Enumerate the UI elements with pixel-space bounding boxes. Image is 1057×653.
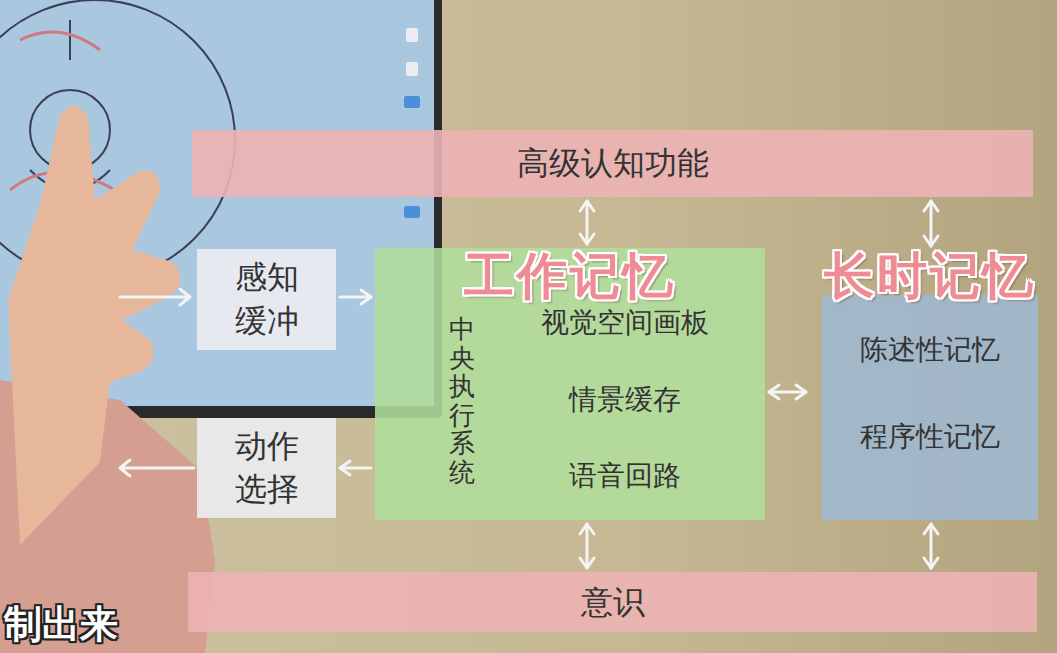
- arrow-head: [580, 524, 594, 534]
- node-label: 意识: [581, 583, 645, 621]
- node-label: 陈述性记忆: [860, 333, 1000, 367]
- arrow-head: [580, 201, 594, 211]
- node-label: 语音回路: [569, 459, 681, 493]
- node-label: 情景缓存: [569, 383, 681, 417]
- node-label: 感知 缓冲: [230, 256, 304, 342]
- arrow-head: [924, 558, 938, 568]
- node-label: 程序性记忆: [860, 420, 1000, 454]
- connector-arrow: [769, 385, 806, 399]
- vertical-label: 中央执行系统: [449, 315, 475, 487]
- connector-line: [586, 201, 589, 244]
- hand: [8, 106, 181, 545]
- arrow-head: [580, 558, 594, 568]
- heading: 工作记忆: [464, 250, 676, 303]
- subtitle-text: 制出来: [4, 604, 118, 646]
- memory-panel: [822, 295, 1038, 520]
- node-label: 视觉空间画板: [541, 306, 709, 340]
- connector-arrow: [924, 524, 938, 568]
- heading: 长时记忆: [824, 250, 1036, 303]
- node-label: 高级认知功能: [517, 144, 709, 182]
- connector-line: [586, 524, 589, 568]
- arrow-head: [924, 201, 938, 211]
- process-box: 动作 选择: [197, 418, 336, 518]
- connector-arrow: [580, 524, 594, 568]
- arrow-head: [580, 234, 594, 244]
- function-band: 高级认知功能: [192, 130, 1033, 197]
- connector-line: [340, 467, 371, 470]
- arrow-head: [924, 524, 938, 534]
- memory-box: 工作记忆中央执行系统 视觉空间画板情景缓存语音回路: [375, 248, 765, 520]
- function-band: 意识: [188, 572, 1037, 632]
- connector-line: [930, 201, 933, 246]
- arrow-head: [340, 461, 350, 475]
- connector-line: [769, 391, 806, 394]
- io-arrows: [120, 289, 194, 476]
- memory-box: 长时记忆陈述性记忆程序性记忆: [810, 250, 1050, 520]
- arrow-head: [796, 385, 806, 399]
- node-label: 动作 选择: [230, 425, 304, 511]
- connector-line: [930, 524, 933, 568]
- connector-arrow: [340, 461, 371, 475]
- connector-line: [340, 296, 371, 299]
- connector-arrow: [924, 201, 938, 246]
- connector-arrow: [340, 290, 371, 304]
- arrow-head: [361, 290, 371, 304]
- arrow-head: [924, 236, 938, 246]
- arrow-head: [769, 385, 779, 399]
- process-box: 感知 缓冲: [197, 249, 336, 350]
- connector-arrow: [580, 201, 594, 244]
